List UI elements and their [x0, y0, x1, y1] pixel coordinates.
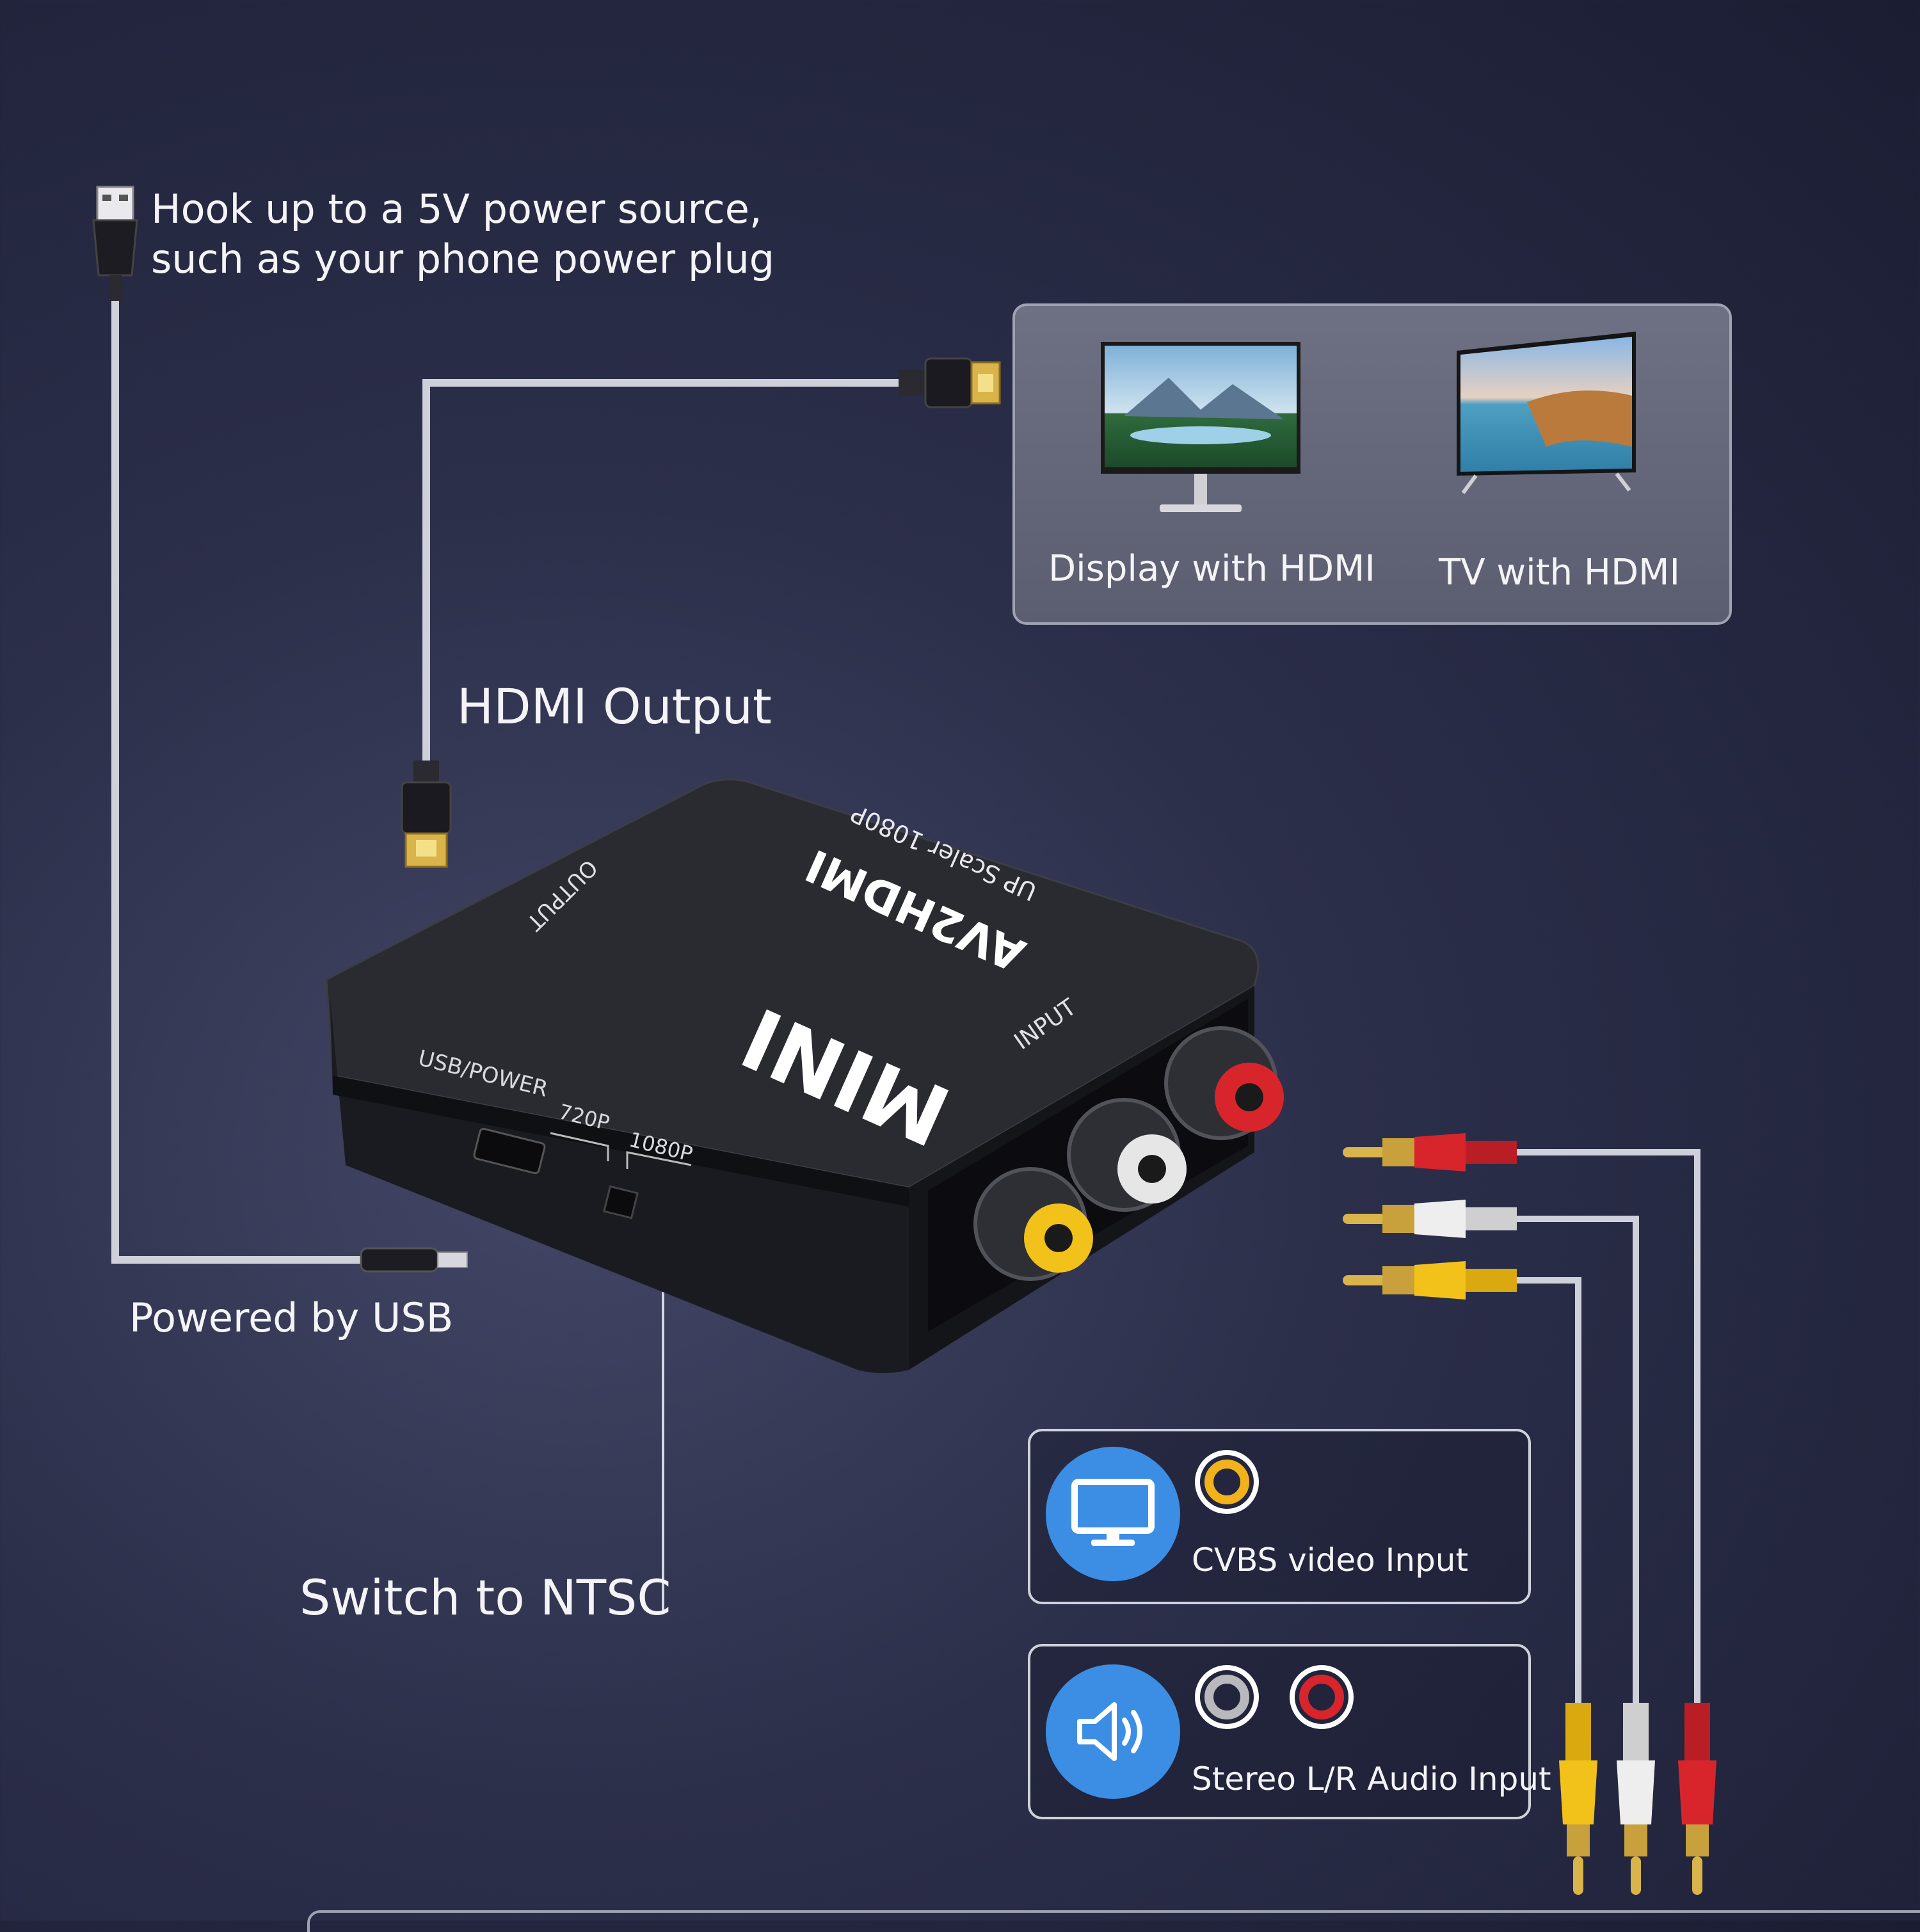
- rca-plug-red-horizontal-icon: [1343, 1133, 1517, 1171]
- monitor-icon: [1101, 342, 1300, 512]
- usb-cable: [111, 301, 365, 1264]
- switch-ntsc-label: Switch to NTSC: [300, 1569, 671, 1626]
- monitor-badge-icon: [1046, 1447, 1180, 1581]
- mini-usb-plug-icon: [360, 1247, 468, 1273]
- stereo-audio-input-label: Stereo L/R Audio Input: [1192, 1760, 1551, 1798]
- rca-plug-white-vertical-icon: [1617, 1703, 1655, 1895]
- power-source-line1: Hook up to a 5V power source,: [151, 186, 762, 232]
- display-with-hdmi-label: Display with HDMI: [1048, 548, 1375, 590]
- rca-socket-yellow-icon: [973, 1167, 1093, 1281]
- rca-white-ring-icon: [1195, 1665, 1259, 1729]
- rca-socket-red-icon: [1164, 1026, 1284, 1140]
- speaker-badge-icon: [1046, 1664, 1180, 1799]
- hdmi-plug-vertical-icon: [401, 761, 452, 868]
- video-input-panel: CVBS video Input: [1028, 1429, 1531, 1604]
- power-source-label: Hook up to a 5V power source, such as yo…: [151, 184, 774, 284]
- power-source-line2: such as your phone power plug: [151, 235, 775, 282]
- audio-input-panel: Stereo L/R Audio Input: [1028, 1644, 1551, 1819]
- rca-plug-red-vertical-icon: [1678, 1703, 1716, 1895]
- rca-yellow-ring-icon: [1195, 1450, 1259, 1514]
- rca-plug-yellow-vertical-icon: [1559, 1703, 1597, 1895]
- tv-with-hdmi-label: TV with HDMI: [1439, 552, 1680, 593]
- hdmi-output-label: HDMI Output: [457, 678, 772, 735]
- rca-cable-white: [1517, 1216, 1639, 1703]
- rca-cable-red: [1517, 1149, 1700, 1703]
- tv-icon: [1457, 332, 1636, 494]
- cvbs-video-input-label: CVBS video Input: [1192, 1542, 1469, 1579]
- hdmi-display-panel: Display with HDMI TV with HDMI: [1012, 303, 1732, 625]
- hdmi-plug-top-icon: [899, 357, 1001, 408]
- usb-a-plug-icon: [92, 186, 138, 301]
- rca-cable-yellow: [1517, 1277, 1581, 1703]
- bottom-panel-edge: [307, 1910, 1920, 1932]
- powered-by-usb-label: Powered by USB: [129, 1294, 454, 1341]
- rca-plug-white-horizontal-icon: [1343, 1200, 1517, 1238]
- rca-red-ring-icon: [1290, 1665, 1354, 1729]
- rca-plug-yellow-horizontal-icon: [1343, 1261, 1517, 1300]
- hdmi-cable: [422, 379, 902, 762]
- rca-socket-white-icon: [1067, 1098, 1187, 1212]
